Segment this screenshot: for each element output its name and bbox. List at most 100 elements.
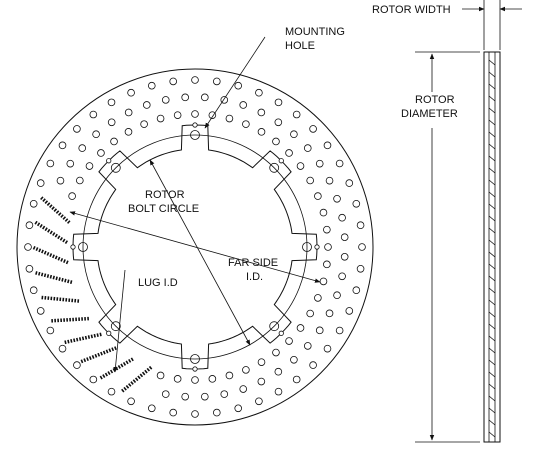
drill-hole xyxy=(255,88,263,97)
far-side-id-dimension xyxy=(149,159,251,346)
drill-hole xyxy=(242,120,250,128)
drill-hole xyxy=(208,375,217,383)
drill-hole xyxy=(323,225,331,234)
drill-hole xyxy=(319,208,328,217)
drill-hole xyxy=(257,108,266,117)
drill-hole xyxy=(290,355,298,364)
cooling-slot xyxy=(99,357,134,380)
side-vane-mark xyxy=(488,239,496,246)
drill-hole xyxy=(345,179,354,187)
drill-hole xyxy=(107,118,116,127)
drill-hole xyxy=(29,286,38,295)
side-vane-mark xyxy=(488,359,496,366)
cooling-slot xyxy=(120,365,153,393)
drill-hole xyxy=(140,120,148,128)
side-vane-mark xyxy=(488,311,496,318)
side-vane-mark xyxy=(488,371,496,378)
cooling-slot xyxy=(32,245,69,265)
drill-hole xyxy=(314,192,322,200)
drill-hole xyxy=(76,176,84,185)
drill-hole xyxy=(325,309,334,318)
side-vane-mark xyxy=(488,407,496,414)
tab-detail xyxy=(192,366,198,372)
drill-hole xyxy=(24,243,32,251)
drill-hole xyxy=(68,192,76,200)
drill-hole xyxy=(73,125,81,133)
drill-hole xyxy=(285,337,293,345)
drill-hole xyxy=(234,404,243,413)
side-vane-mark xyxy=(488,395,496,402)
front-dimensions xyxy=(69,36,321,373)
drill-hole xyxy=(225,114,234,123)
drill-hole xyxy=(257,358,266,366)
drill-hole xyxy=(323,344,332,353)
drill-hole xyxy=(274,387,283,396)
side-vane-mark xyxy=(488,95,496,102)
drill-hole xyxy=(324,243,332,251)
side-vane-mark xyxy=(488,383,496,390)
mounting-hole-label-2: HOLE xyxy=(285,40,315,52)
drill-hole xyxy=(285,149,293,157)
drill-hole xyxy=(169,77,178,86)
drill-hole xyxy=(66,159,75,168)
rotor-width-dimension xyxy=(462,0,522,50)
side-vane-mark xyxy=(488,323,496,330)
drill-hole xyxy=(340,233,349,241)
drill-hole xyxy=(255,397,263,406)
side-vane-mark xyxy=(488,71,496,78)
drill-hole xyxy=(127,397,135,406)
drill-hole xyxy=(107,387,116,396)
drill-hole xyxy=(25,264,34,273)
drill-hole xyxy=(127,88,135,97)
drill-hole xyxy=(173,111,182,119)
drill-hole xyxy=(239,101,248,109)
side-vane-mark xyxy=(488,155,496,162)
side-vane-mark xyxy=(488,347,496,354)
drill-hole xyxy=(352,199,361,208)
drill-hole xyxy=(85,162,94,170)
drill-hole xyxy=(234,81,243,90)
drill-hole xyxy=(147,404,156,413)
drill-hole xyxy=(97,149,105,157)
side-vane-mark xyxy=(488,287,496,294)
drill-hole xyxy=(274,367,283,376)
drill-hole xyxy=(73,361,81,369)
drill-hole xyxy=(181,392,189,401)
drill-hole xyxy=(272,348,280,357)
drill-hole xyxy=(303,144,312,152)
drill-hole xyxy=(274,118,283,127)
cooling-slot xyxy=(39,195,71,224)
mounting-hole-label-1: MOUNTING xyxy=(285,26,345,38)
drill-hole xyxy=(309,361,317,369)
drill-hole xyxy=(356,264,365,273)
rotor-side-view xyxy=(483,51,501,443)
side-vane-mark xyxy=(488,167,496,174)
drill-hole xyxy=(338,272,346,281)
drill-hole xyxy=(333,194,341,203)
drill-hole xyxy=(78,144,87,152)
drill-hole xyxy=(124,108,133,117)
side-vane-mark xyxy=(488,83,496,90)
cooling-slot xyxy=(80,346,117,364)
drill-hole-pattern xyxy=(24,76,366,418)
drill-hole xyxy=(56,176,65,185)
far-side-label-1: FAR SIDE xyxy=(228,257,278,269)
drill-hole xyxy=(156,114,165,123)
tab-detail xyxy=(106,158,112,164)
bolt-circle-dimension xyxy=(69,211,321,283)
bolt-circle-label-2: BOLT CIRCLE xyxy=(128,203,199,215)
drill-hole xyxy=(323,141,332,150)
drill-hole xyxy=(242,366,250,374)
side-vane-mark xyxy=(488,191,496,198)
drill-hole xyxy=(323,260,331,269)
bolt-circle-label-1: ROTOR xyxy=(145,189,185,201)
drill-hole xyxy=(169,408,178,417)
tab-detail xyxy=(192,122,198,128)
drill-hole xyxy=(352,286,361,295)
drill-hole xyxy=(29,199,38,208)
drill-hole xyxy=(107,98,116,107)
cooling-slot-pattern xyxy=(32,195,153,393)
drill-hole xyxy=(335,326,344,335)
tab-detail xyxy=(70,244,76,250)
